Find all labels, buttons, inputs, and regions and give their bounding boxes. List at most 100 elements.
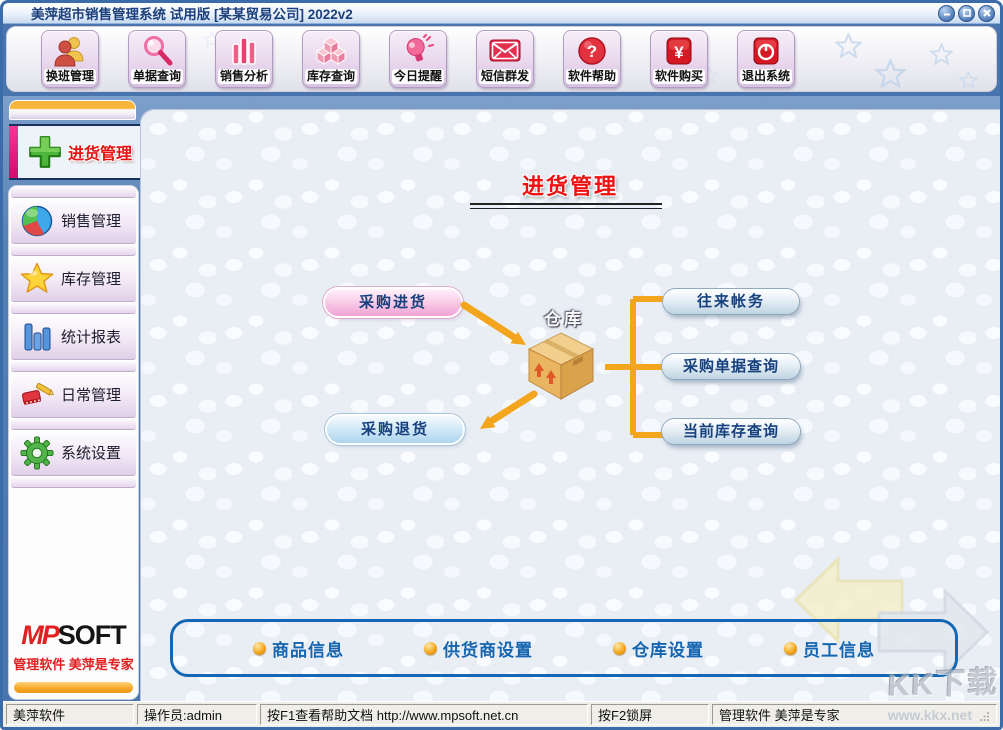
toolbar-button-shift-management[interactable]: 换班管理 <box>41 30 99 88</box>
quick-link-label: 员工信息 <box>803 640 875 660</box>
toolbar-button-label: 软件帮助 <box>565 69 618 84</box>
toolbar-button-sms-broadcast[interactable]: 短信群发 <box>476 30 534 88</box>
blue-bars-icon <box>24 323 51 350</box>
sidebar-separator <box>11 186 136 198</box>
toolbar-button-software-purchase[interactable]: ¥ 软件购买 <box>650 30 708 88</box>
star-decoration <box>835 33 862 58</box>
quick-link-warehouse-settings[interactable]: 仓库设置 <box>613 636 704 661</box>
status-lock-hint: 按F2锁屏 <box>591 704 709 725</box>
toolbar-button-label: 退出系统 <box>739 69 792 84</box>
svg-text:?: ? <box>587 42 597 61</box>
quick-links-box: 商品信息 供货商设置 仓库设置 员工信息 <box>170 619 958 677</box>
status-slogan: 管理软件 美萍是专家 www.kkx.net <box>712 704 997 725</box>
brush-icon <box>21 382 54 405</box>
kkx-url-watermark: www.kkx.net <box>887 706 972 723</box>
minimize-button[interactable] <box>938 4 955 22</box>
bullet-ball-icon <box>253 641 266 655</box>
status-vendor: 美萍软件 <box>6 704 134 725</box>
current-stock-query-button[interactable]: 当前库存查询 <box>662 419 800 444</box>
sidebar-item-statistics-reports[interactable]: 统计报表 <box>11 314 136 360</box>
sidebar-item-stock-management[interactable]: 库存管理 <box>11 256 136 302</box>
window-title: 美萍超市销售管理系统 试用版 [某某贸易公司] 2022v2 <box>31 7 353 22</box>
sidebar-separator <box>11 302 136 314</box>
toolbar: 换班管理 单据查询 销售分析 <box>3 24 1000 96</box>
purchase-in-button[interactable]: 采购进货 <box>325 289 461 316</box>
pie-chart-icon <box>21 205 53 236</box>
sidebar-item-label: 统计报表 <box>61 329 122 346</box>
bullet-ball-icon <box>613 641 626 655</box>
active-indicator <box>9 126 18 178</box>
star-decoration <box>959 71 978 89</box>
toolbar-button-exit-system[interactable]: 退出系统 <box>737 30 795 88</box>
status-help-hint: 按F1查看帮助文档 http://www.mpsoft.net.cn <box>260 704 588 725</box>
toolbar-button-label: 单据查询 <box>130 69 183 84</box>
quick-link-label: 供货商设置 <box>443 640 533 660</box>
question-icon: ? <box>578 37 606 65</box>
quick-link-supplier-settings[interactable]: 供货商设置 <box>424 636 533 661</box>
resize-grip[interactable] <box>978 709 990 721</box>
shift-people-icon <box>54 37 84 67</box>
sidebar-item-label: 日常管理 <box>61 387 122 404</box>
power-icon <box>753 37 779 65</box>
quick-link-goods-info[interactable]: 商品信息 <box>253 636 344 661</box>
toolbar-button-receipt-query[interactable]: 单据查询 <box>128 30 186 88</box>
page-title: 进货管理 <box>521 174 618 199</box>
bulb-icon <box>406 34 434 62</box>
quick-link-label: 商品信息 <box>272 640 344 660</box>
sidebar-item-daily-management[interactable]: 日常管理 <box>11 372 136 418</box>
accounts-link-button[interactable]: 往来帐务 <box>663 289 799 314</box>
toolbar-button-software-help[interactable]: ? 软件帮助 <box>563 30 621 88</box>
yuan-icon: ¥ <box>666 37 692 65</box>
minimize-icon <box>943 13 950 16</box>
logo-slogan: 管理软件 美萍是专家 <box>13 657 134 672</box>
bullet-ball-icon <box>784 641 797 655</box>
plus-icon <box>29 136 61 168</box>
sidebar: 进货管理 销售管理 <box>3 96 140 701</box>
sidebar-separator <box>11 476 136 488</box>
maximize-icon <box>962 9 971 17</box>
logo-mp: MP <box>21 620 59 650</box>
titlebar: 美萍超市销售管理系统 试用版 [某某贸易公司] 2022v2 <box>3 3 1000 24</box>
sidebar-separator <box>11 244 136 256</box>
warehouse-box-icon <box>527 332 595 400</box>
star-icon <box>20 262 54 293</box>
purchase-return-button[interactable]: 采购退货 <box>327 416 463 443</box>
status-operator: 操作员:admin <box>137 704 257 725</box>
toolbar-button-label: 短信群发 <box>478 69 531 84</box>
close-button[interactable] <box>978 4 995 22</box>
sidebar-bottom-bar <box>13 681 134 694</box>
warehouse-label: 仓库 <box>544 310 584 329</box>
bullet-ball-icon <box>424 641 437 655</box>
status-slogan-text: 管理软件 美萍是专家 <box>719 708 840 723</box>
quick-link-label: 仓库设置 <box>632 640 704 660</box>
main-content: 进货管理 采购进货 仓库 <box>140 109 1000 701</box>
star-decoration <box>930 43 953 65</box>
toolbar-button-label: 销售分析 <box>217 69 270 84</box>
purchase-orders-query-button[interactable]: 采购单据查询 <box>662 354 800 379</box>
sidebar-separator <box>11 360 136 372</box>
toolbar-button-today-reminder[interactable]: 今日提醒 <box>389 30 447 88</box>
statusbar: 美萍软件 操作员:admin 按F1查看帮助文档 http://www.mpso… <box>3 701 1000 727</box>
maximize-button[interactable] <box>958 4 975 22</box>
sidebar-panel: 销售管理 库存管理 <box>9 186 138 699</box>
magnifier-icon <box>144 36 173 66</box>
toolbar-button-label: 今日提醒 <box>391 69 444 84</box>
connector-bracket <box>605 296 666 438</box>
sidebar-item-label: 销售管理 <box>61 213 122 230</box>
sidebar-item-sales-management[interactable]: 销售管理 <box>11 198 136 244</box>
arrow-in-icon <box>460 301 526 345</box>
sidebar-item-purchase-management[interactable]: 进货管理 <box>9 124 140 180</box>
quick-link-employee-info[interactable]: 员工信息 <box>784 636 875 661</box>
toolbar-button-sales-analysis[interactable]: 销售分析 <box>215 30 273 88</box>
cubes-icon <box>316 36 346 65</box>
sidebar-item-system-settings[interactable]: 系统设置 <box>11 430 136 476</box>
toolbar-button-label: 软件购买 <box>652 69 705 84</box>
toolbar-button-stock-query[interactable]: 库存查询 <box>302 30 360 88</box>
logo-soft: SOFT <box>57 620 127 650</box>
title-underline <box>470 203 662 209</box>
arrow-return-icon <box>480 390 538 429</box>
envelope-icon <box>489 39 521 62</box>
toolbar-button-label: 换班管理 <box>43 69 96 84</box>
sidebar-spacer <box>9 488 138 616</box>
